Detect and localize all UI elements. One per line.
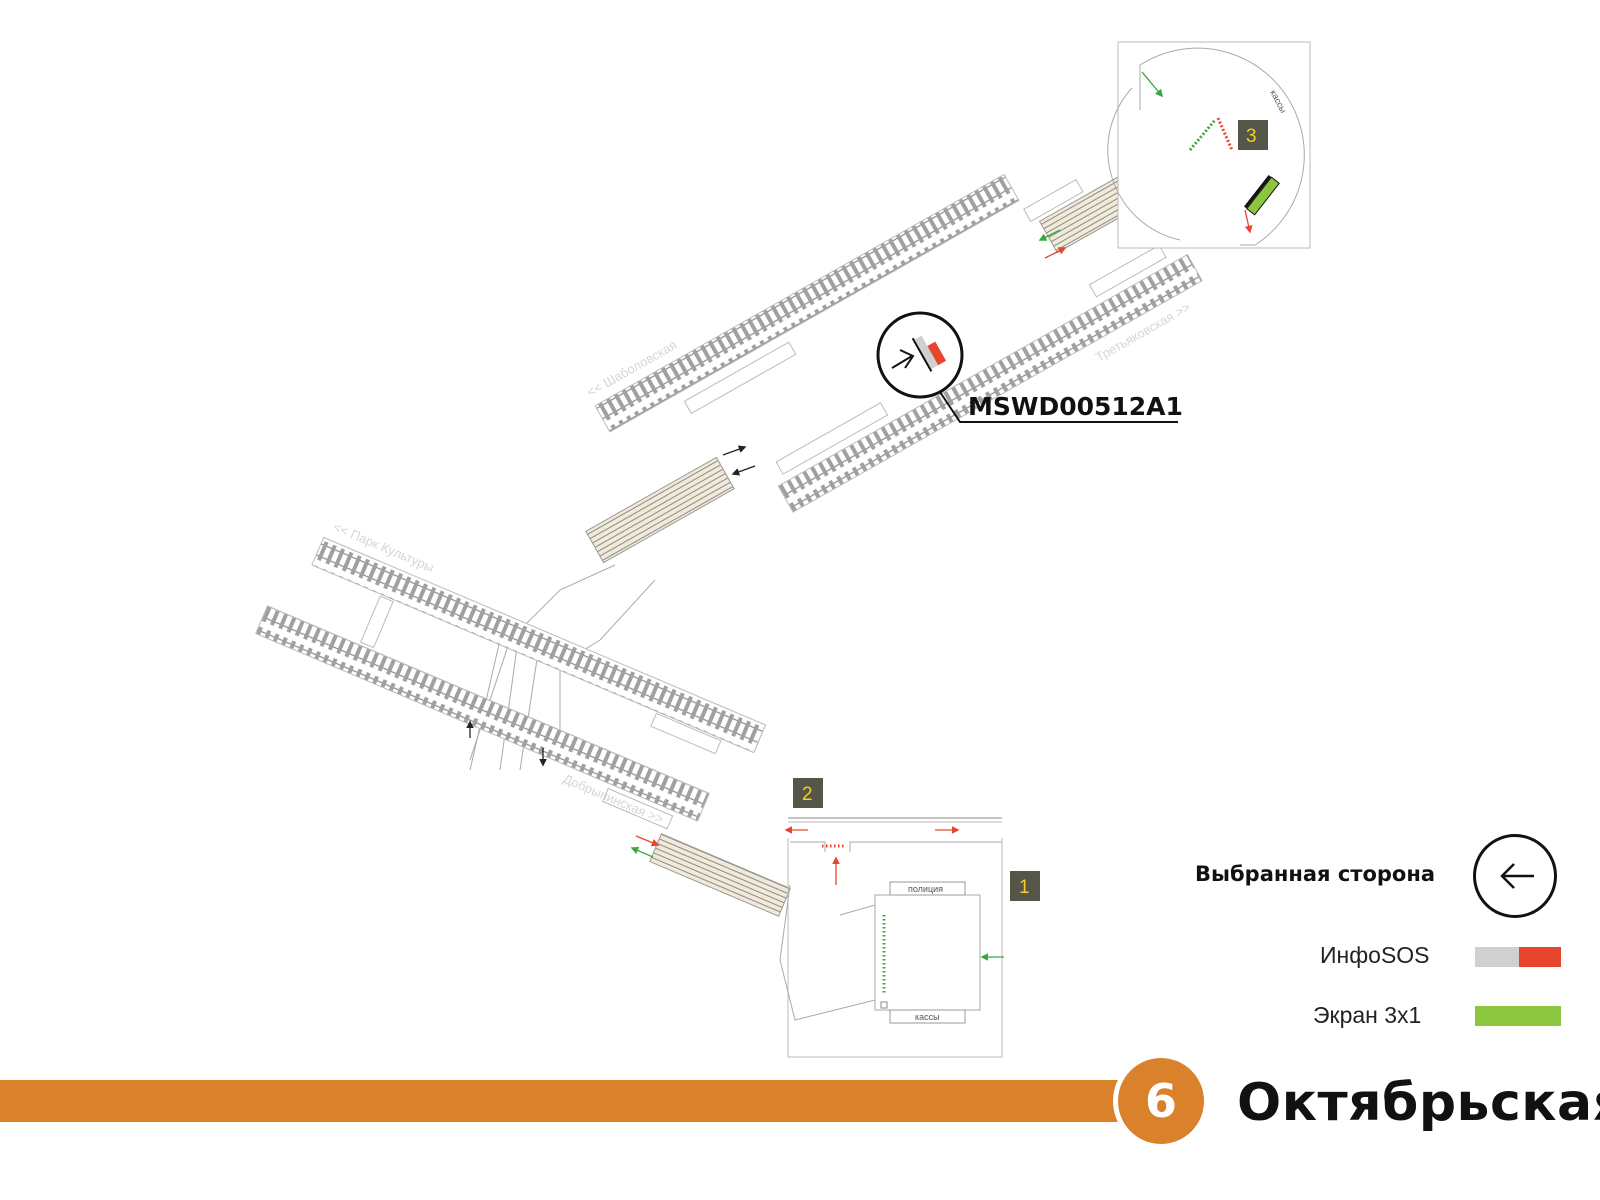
track-tretyakovskaya	[777, 253, 1203, 513]
track-shabolovskaya	[594, 173, 1020, 433]
infosos-device-icon	[911, 335, 947, 372]
exit-3-vestibule: кассы 3	[1107, 41, 1311, 249]
screen-3x1-marker	[1243, 175, 1280, 216]
exit-1-vestibule: полиция кассы 2 1	[779, 778, 1040, 1058]
track-dobryninskaya	[255, 605, 710, 822]
metro-line-bar	[0, 1080, 1120, 1122]
exit-3-badge	[1238, 120, 1268, 150]
exit-1-number: 1	[1019, 877, 1030, 898]
room-kassy-1: кассы	[915, 1012, 940, 1022]
legend-direction-icon	[1473, 834, 1557, 918]
device-circle[interactable]	[876, 311, 964, 399]
device-code: MSWD00512A1	[968, 392, 1183, 421]
exit-2-number: 2	[802, 784, 813, 805]
legend-infosos-label: ИнфоSOS	[1320, 942, 1430, 968]
legend-selected-side-label: Выбранная сторона	[1195, 862, 1436, 886]
exit-1-badge	[1010, 871, 1040, 901]
legend-infosos-swatch-red	[1519, 947, 1561, 967]
legend-screen-label: Экран 3x1	[1313, 1002, 1422, 1028]
upper-platform-hall: << Шаболовская Третьяковская >>	[584, 173, 1203, 513]
line-number-badge: 6	[1118, 1058, 1204, 1144]
station-name: Октябрьская	[1237, 1073, 1600, 1133]
escalator-upper-lower	[585, 456, 735, 564]
track-park-kultury	[311, 536, 767, 754]
device-arrow-icon	[891, 355, 913, 369]
selected-device-callout[interactable]: MSWD00512A1	[876, 311, 1183, 423]
lower-platform-hall: << Парк Культуры Добрынинская >>	[255, 519, 767, 830]
legend-infosos-swatch-gray	[1475, 947, 1519, 967]
exit-3-number: 3	[1246, 126, 1257, 147]
legend-screen-swatch	[1475, 1006, 1561, 1026]
room-police: полиция	[908, 884, 943, 894]
escalator-exit-1	[649, 833, 791, 917]
exit-2-badge	[793, 778, 823, 808]
